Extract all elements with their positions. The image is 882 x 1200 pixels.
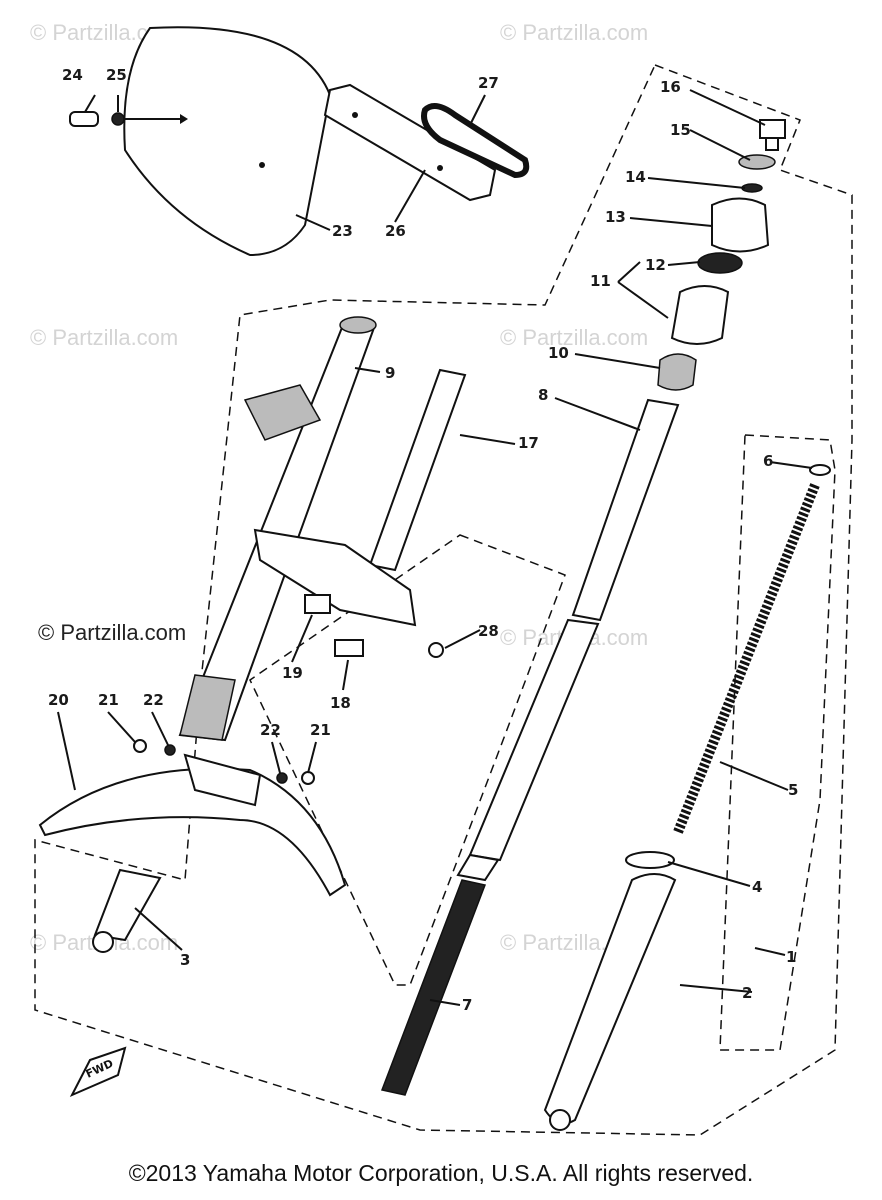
spring-group-boundary [719, 434, 836, 1051]
callout-9: 9 [385, 364, 395, 382]
cap-bolt [759, 119, 786, 139]
outer-cover [670, 285, 730, 345]
bearing [697, 252, 743, 274]
fork-spring [673, 483, 820, 834]
upper-tube [368, 368, 467, 572]
callout-28: 28 [478, 622, 499, 640]
damper-rod [380, 879, 487, 1096]
clamp-bolt [334, 639, 364, 657]
callout-1: 1 [786, 948, 796, 966]
watermark-primary: © Partzilla.com [38, 620, 186, 645]
callout-4: 4 [752, 878, 762, 896]
callout-26: 26 [385, 222, 406, 240]
o-ring [625, 851, 675, 869]
bracket-group-boundary [249, 534, 566, 986]
watermark: © Partzilla.com [500, 20, 648, 45]
callout-25: 25 [106, 66, 127, 84]
callout-17: 17 [518, 434, 539, 452]
callout-27: 27 [478, 74, 499, 92]
bottom-case [543, 873, 677, 1125]
callout-24: 24 [62, 66, 83, 84]
callout-11: 11 [590, 272, 611, 290]
callout-20: 20 [48, 691, 69, 709]
watermark: © Partzilla.com [500, 325, 648, 350]
callout-3: 3 [180, 951, 190, 969]
plate-bracket [323, 83, 497, 202]
callout-21: 21 [98, 691, 119, 709]
callout-7: 7 [462, 996, 472, 1014]
callout-16: 16 [660, 78, 681, 96]
callout-8: 8 [538, 386, 548, 404]
callout-10: 10 [548, 344, 569, 362]
callout-5: 5 [788, 781, 798, 799]
callout-18: 18 [330, 694, 351, 712]
clamp-bolt [304, 594, 331, 614]
front-fender [38, 767, 347, 897]
bolt-28 [428, 642, 444, 658]
fork-assembly-boundary [34, 64, 853, 1136]
forward-arrow-icon [69, 1046, 127, 1098]
callout-22: 22 [260, 721, 281, 739]
rubber-band [421, 103, 530, 179]
callout-23: 23 [332, 222, 353, 240]
callout-22: 22 [143, 691, 164, 709]
cap [711, 197, 770, 253]
callout-12: 12 [645, 256, 666, 274]
callout-2: 2 [742, 984, 752, 1002]
plate-hole [259, 162, 265, 168]
plate-washer [111, 112, 125, 126]
copyright-notice: ©2013 Yamaha Motor Corporation, U.S.A. A… [128, 1160, 754, 1186]
callout-19: 19 [282, 664, 303, 682]
outer-tube [571, 398, 680, 622]
callout-13: 13 [605, 208, 626, 226]
outer-tube-left [93, 868, 162, 942]
spring-clip [809, 464, 831, 476]
watermark: © Partzilla.com [30, 325, 178, 350]
callout-14: 14 [625, 168, 646, 186]
number-plate [123, 26, 332, 257]
callout-15: 15 [670, 121, 691, 139]
oil-seal [657, 353, 697, 391]
plate-bolt [69, 111, 99, 127]
callout-6: 6 [763, 452, 773, 470]
under-bracket [253, 528, 417, 627]
callout-21: 21 [310, 721, 331, 739]
